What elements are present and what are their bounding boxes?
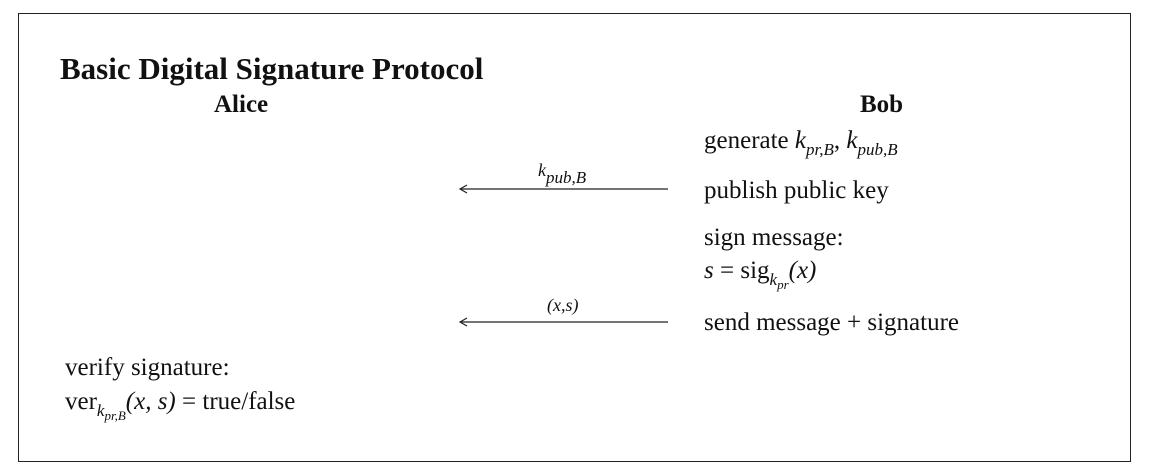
diagram-title: Basic Digital Signature Protocol <box>60 51 484 86</box>
step-verify-signature: verify signature: <box>65 354 230 381</box>
signature-formula: s = sigkpr(x) <box>704 257 817 292</box>
step-send-message: send message + signature <box>704 309 960 336</box>
party-bob: Bob <box>860 91 904 118</box>
diagram-frame <box>18 13 1131 462</box>
message-label-signed-message: (x,s) <box>547 295 579 315</box>
verification-formula: verkpr,B(x, s) = true/false <box>65 388 296 423</box>
party-alice: Alice <box>214 91 269 118</box>
message-label-public-key: kpub,B <box>538 160 587 187</box>
step-sign-message: sign message: <box>704 224 844 251</box>
step-generate-keys: generate kpr,B, kpub,B <box>704 127 898 159</box>
step-publish-key: publish public key <box>704 177 889 204</box>
arrowhead-public-key <box>458 184 468 194</box>
arrowhead-signed-message <box>458 317 468 327</box>
